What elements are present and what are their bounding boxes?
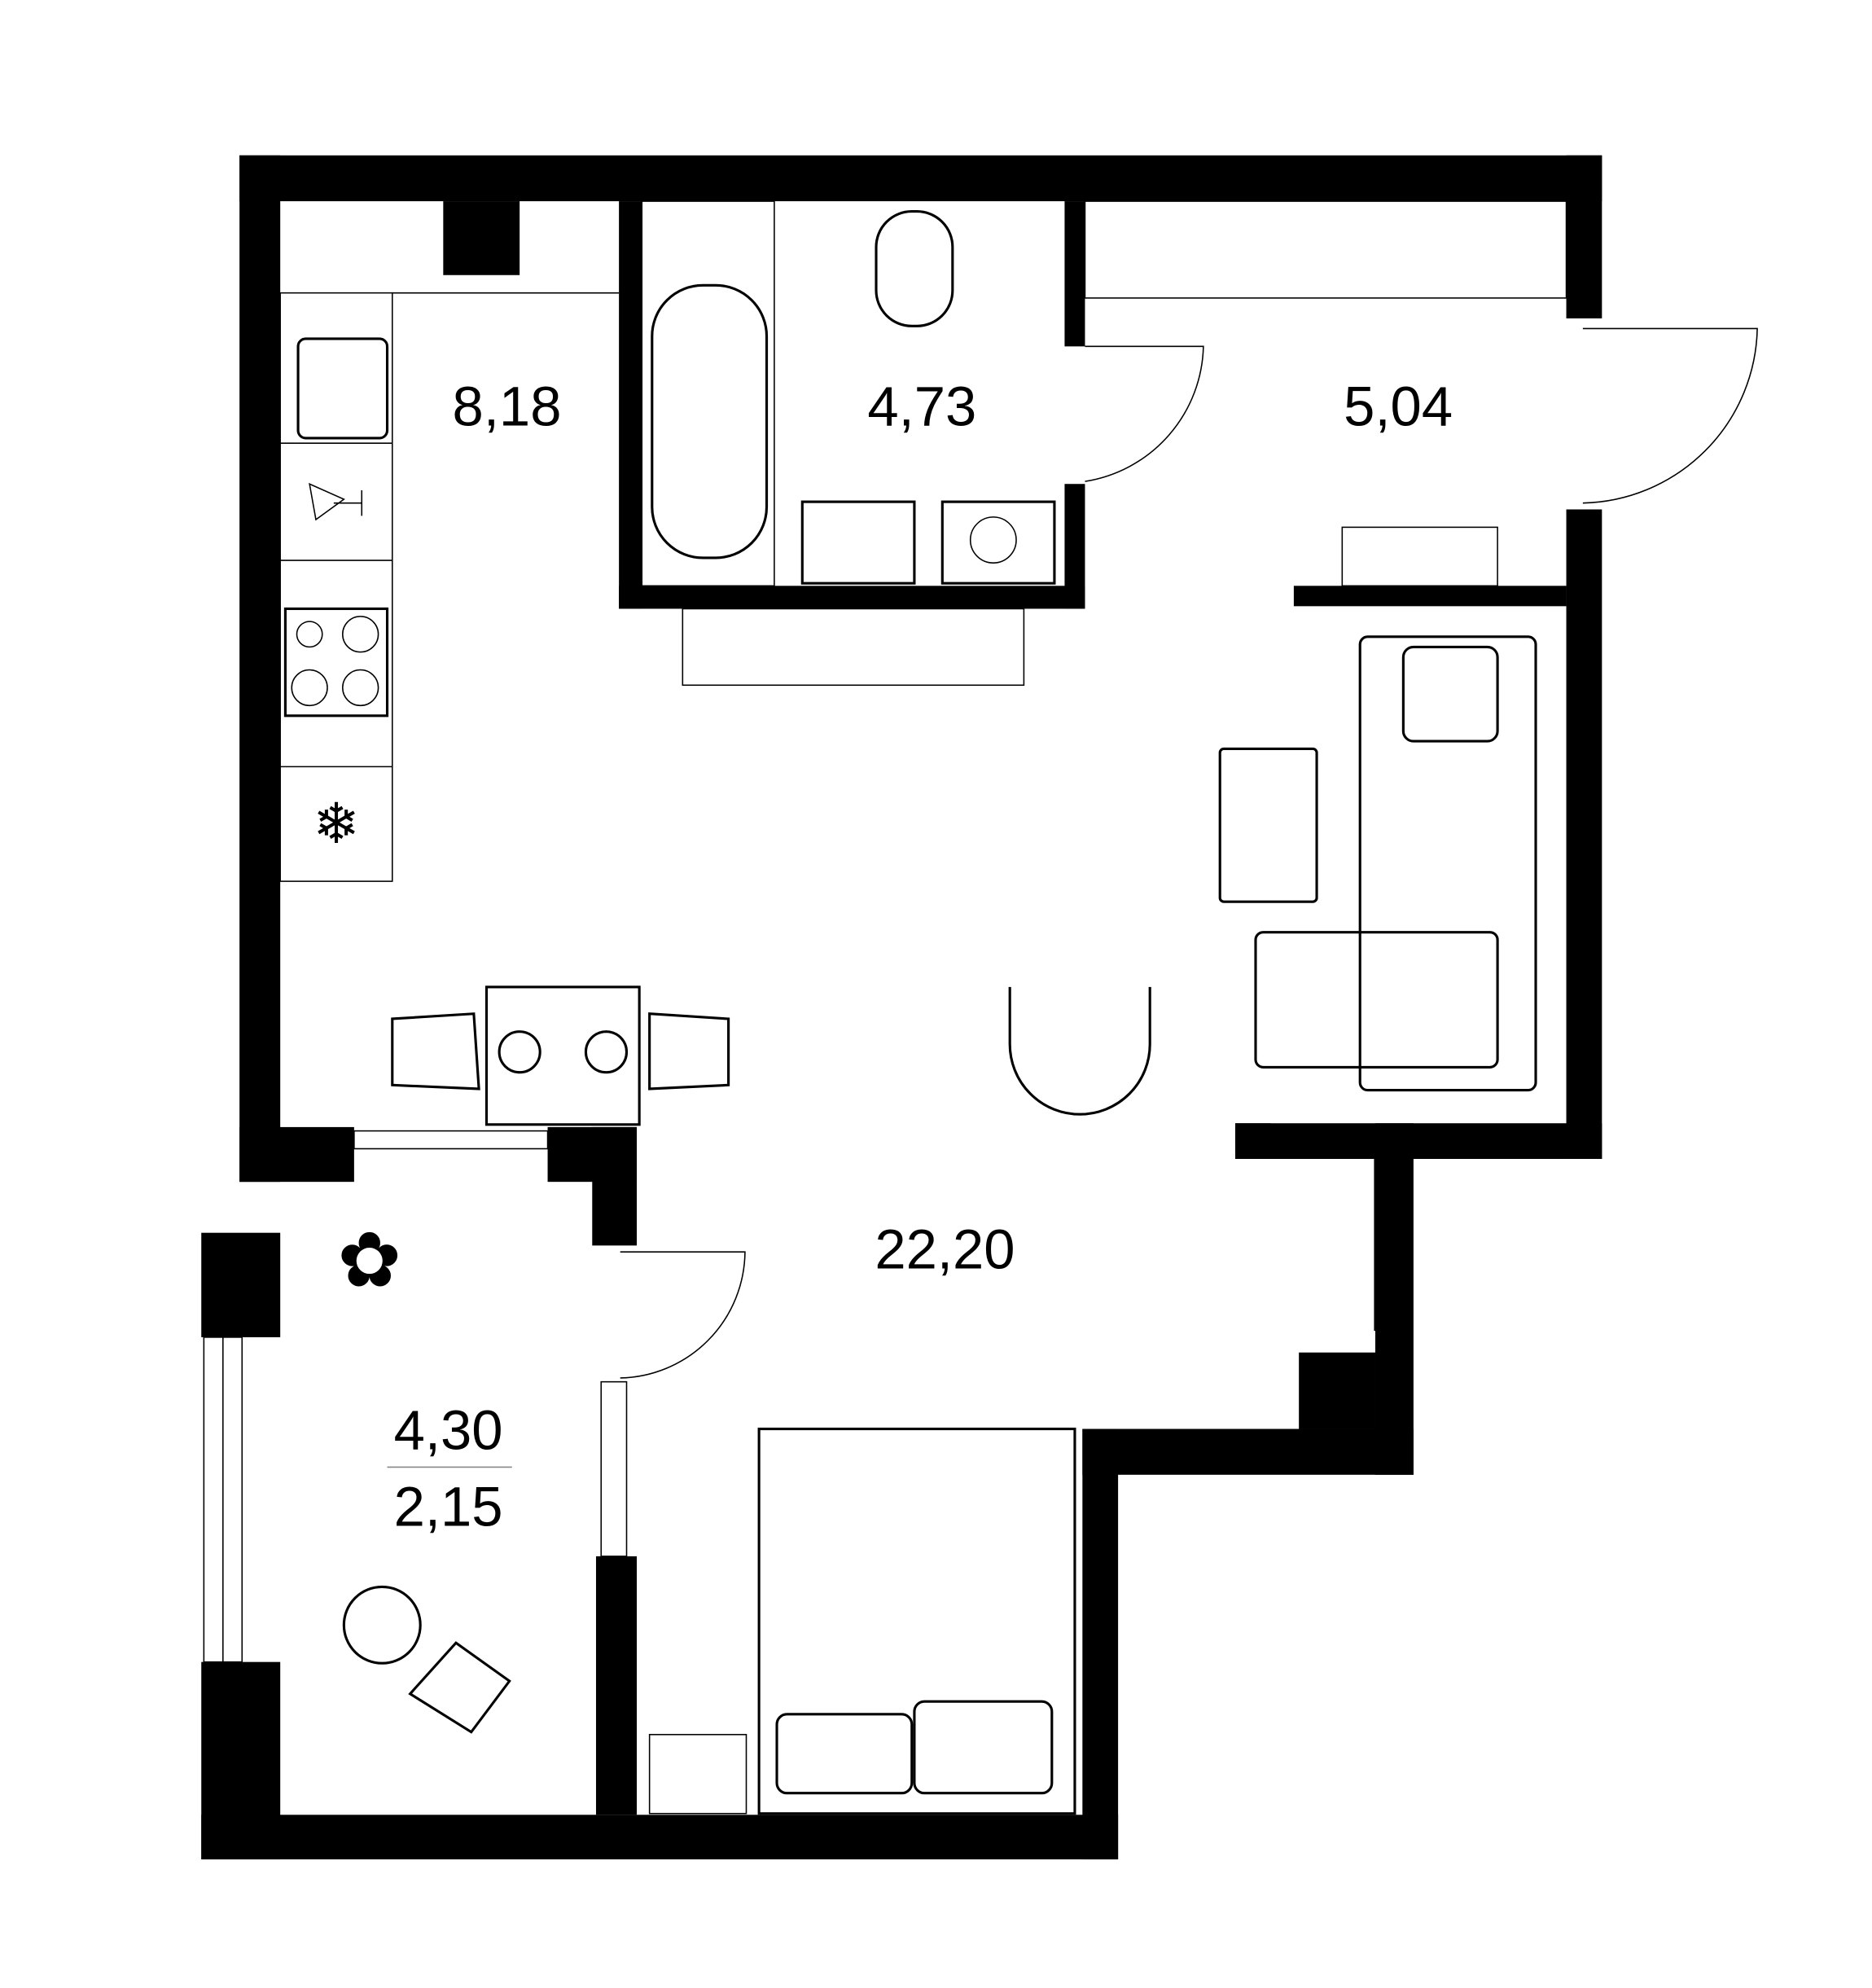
bathtub-icon bbox=[651, 283, 769, 560]
washbasin-icon bbox=[800, 500, 916, 585]
kitchen-area: 8,18 bbox=[453, 375, 562, 437]
living-room-area: 22,20 bbox=[875, 1218, 1015, 1280]
sink-icon bbox=[296, 337, 389, 440]
shoe-rack bbox=[1341, 526, 1498, 587]
hallway-fixtures bbox=[1084, 200, 1567, 587]
labels: 8,18 4,73 5,04 22,20 4,30 2,15 bbox=[387, 375, 1453, 1538]
faucet-icon bbox=[309, 482, 363, 521]
coffee-table bbox=[1218, 747, 1318, 903]
nightstand bbox=[648, 1734, 747, 1815]
round-table bbox=[342, 1585, 422, 1665]
sofa bbox=[1358, 635, 1537, 1092]
tv-stand bbox=[682, 608, 1025, 687]
bathroom-area: 4,73 bbox=[867, 375, 976, 437]
windows bbox=[203, 1130, 628, 1663]
stove-icon bbox=[283, 607, 389, 718]
chair-icon bbox=[648, 1012, 730, 1091]
balcony-area-reduced: 2,15 bbox=[394, 1475, 503, 1538]
doors bbox=[620, 327, 1758, 1379]
chair-icon bbox=[391, 1012, 480, 1091]
dining-table bbox=[484, 985, 641, 1126]
balcony-area: 4,30 bbox=[394, 1399, 503, 1462]
washing-machine-icon bbox=[940, 500, 1056, 585]
plant-icon: ✿ bbox=[337, 1218, 401, 1303]
toilet-icon bbox=[875, 210, 954, 327]
bathroom-fixtures bbox=[641, 200, 1056, 687]
balcony-furniture: ✿ bbox=[337, 1218, 511, 1734]
pillow bbox=[1401, 645, 1499, 743]
hallway-area: 5,04 bbox=[1344, 375, 1453, 437]
armchair-icon bbox=[1008, 986, 1151, 1116]
walls bbox=[201, 155, 1602, 1860]
snowflake-icon: ❄ bbox=[313, 793, 360, 855]
kitchen-units: ❄ bbox=[279, 292, 620, 882]
chair-icon bbox=[408, 1641, 511, 1734]
living-furniture bbox=[391, 635, 1537, 1815]
bed bbox=[757, 1427, 1076, 1815]
